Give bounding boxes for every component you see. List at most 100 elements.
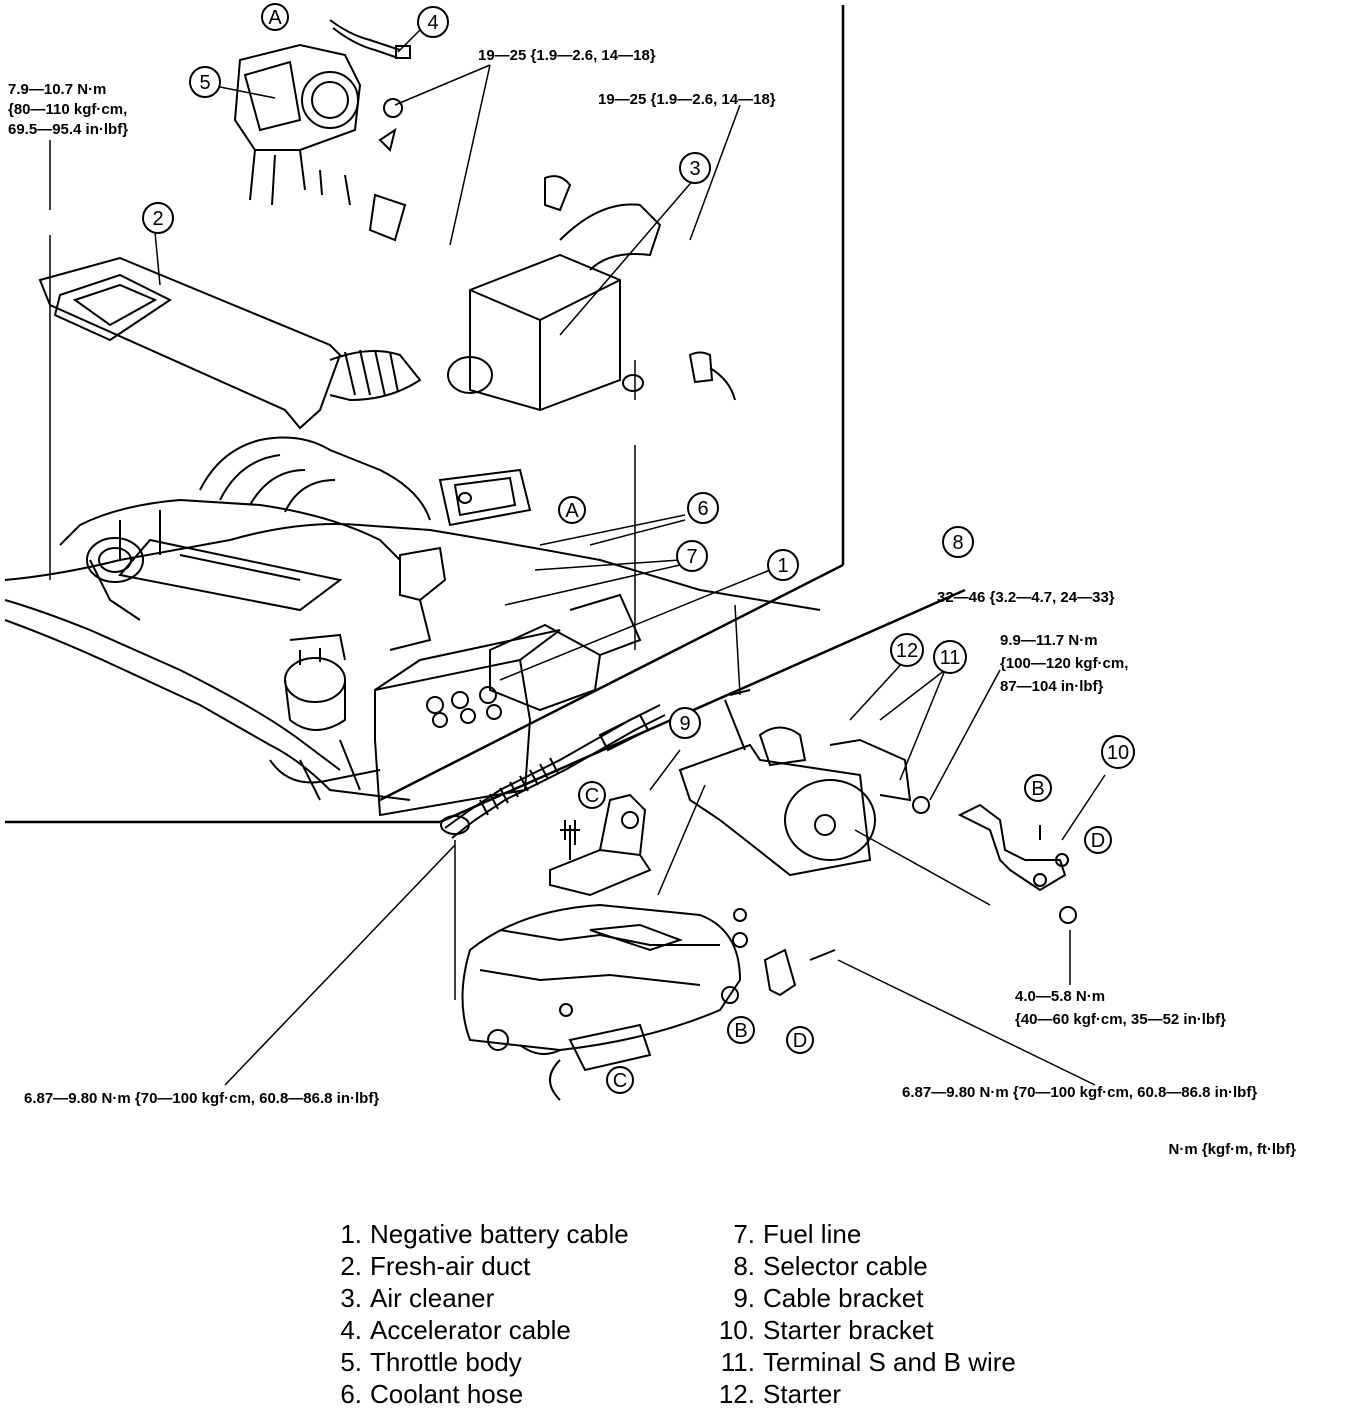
legend-number: 5. bbox=[340, 1347, 362, 1377]
torque-spec-8: 6.87—9.80 N·m {70—100 kgf·cm, 60.8—86.8 … bbox=[902, 1084, 1257, 1101]
ref-circle-b1 bbox=[1024, 774, 1052, 802]
callout-10: 10 bbox=[1107, 742, 1129, 764]
ref-a-mid: A bbox=[565, 500, 579, 522]
legend-item: 1.Negative battery cable bbox=[312, 1218, 628, 1250]
leader-lines bbox=[49, 29, 1106, 1086]
legend-item: 12. Starter bbox=[705, 1378, 1016, 1410]
callout-3: 3 bbox=[689, 158, 700, 180]
torque-spec-1-line-3: 69.5—95.4 in·lbf} bbox=[8, 121, 128, 138]
transaxle-illustration bbox=[461, 903, 748, 1101]
callout-circle-6 bbox=[687, 492, 719, 524]
torque-spec-1-line-1: 7.9—10.7 N·m bbox=[8, 81, 106, 98]
callout-circle-5 bbox=[189, 66, 221, 98]
callout-circle-12 bbox=[890, 633, 924, 667]
legend-right-column: 7. Fuel line 8. Selector cable 9. Cable bra… bbox=[705, 1218, 1016, 1410]
callout-11: 11 bbox=[940, 647, 961, 669]
ref-circle-b2 bbox=[727, 1016, 755, 1044]
torque-spec-6-line-2: {40—60 kgf·cm, 35—52 in·lbf} bbox=[1015, 1011, 1226, 1028]
legend-number: 11. bbox=[720, 1347, 755, 1377]
legend-number: 7. bbox=[733, 1219, 755, 1249]
torque-spec-6-line-1: 4.0—5.8 N·m bbox=[1015, 988, 1105, 1005]
torque-units-note: N·m {kgf·m, ft·lbf} bbox=[1169, 1141, 1297, 1158]
callout-4: 4 bbox=[427, 12, 438, 34]
legend-label: Cable bracket bbox=[763, 1283, 924, 1313]
callout-circle-9 bbox=[669, 707, 701, 739]
ref-a-top: A bbox=[268, 7, 282, 29]
legend-label: Fuel line bbox=[763, 1219, 862, 1249]
torque-spec-2: 19—25 {1.9—2.6, 14—18} bbox=[478, 47, 656, 64]
ref-circle-a2 bbox=[558, 496, 586, 524]
callout-circle-2 bbox=[142, 202, 174, 234]
callout-circle-1 bbox=[767, 549, 799, 581]
callout-circle-7 bbox=[676, 540, 708, 572]
torque-spec-5-line-3: 87—104 in·lbf} bbox=[1000, 678, 1104, 695]
callout-circle-8 bbox=[942, 526, 974, 558]
torque-spec-3: 19—25 {1.9—2.6, 14—18} bbox=[598, 91, 776, 108]
legend-label: Fresh-air duct bbox=[370, 1251, 531, 1281]
legend-number: 2. bbox=[340, 1251, 362, 1281]
callout-circle-11 bbox=[933, 640, 967, 674]
legend-item: 7. Fuel line bbox=[705, 1218, 1016, 1250]
legend-number: 8. bbox=[733, 1251, 755, 1281]
ref-circle-d1 bbox=[1084, 826, 1112, 854]
legend-left-column: 1.Negative battery cable 2. Fresh-air duc… bbox=[312, 1218, 629, 1410]
legend-item: 3. Air cleaner bbox=[312, 1282, 629, 1314]
callout-7: 7 bbox=[686, 546, 697, 568]
ref-c-upper: C bbox=[585, 785, 599, 807]
callout-2: 2 bbox=[152, 208, 163, 230]
legend-number: 10. bbox=[718, 1315, 755, 1345]
ref-d-lower: D bbox=[793, 1030, 807, 1052]
legend-item: 2. Fresh-air duct bbox=[312, 1250, 629, 1282]
torque-spec-1-line-2: {80—110 kgf·cm, bbox=[8, 101, 127, 118]
ref-circle-c1 bbox=[578, 781, 606, 809]
starter-illustration bbox=[678, 689, 930, 877]
legend-number: 12. bbox=[718, 1379, 755, 1409]
legend-item: 9. Cable bracket bbox=[705, 1282, 1016, 1314]
callout-circle-3 bbox=[679, 152, 711, 184]
legend-item: 4. Accelerator cable bbox=[312, 1314, 629, 1346]
ref-d-right: D bbox=[1091, 830, 1105, 852]
legend-label: Air cleaner bbox=[370, 1283, 495, 1313]
callout-9: 9 bbox=[679, 713, 690, 735]
ref-circle-c2 bbox=[606, 1066, 634, 1094]
legend-item: 11. Terminal S and B wire bbox=[705, 1346, 1016, 1378]
torque-spec-4: 32—46 {3.2—4.7, 24—33} bbox=[937, 589, 1115, 606]
cable-bracket-illustration bbox=[549, 793, 652, 897]
ref-c-lower: C bbox=[613, 1070, 627, 1092]
ref-circle-d2 bbox=[786, 1026, 814, 1054]
legend-label: Starter bracket bbox=[763, 1315, 934, 1345]
legend-number: 3. bbox=[340, 1283, 362, 1313]
callout-12: 12 bbox=[896, 640, 918, 662]
legend-number: 6. bbox=[340, 1379, 362, 1409]
lower-bolts-illustration bbox=[560, 825, 836, 997]
legend-item: 5.Throttle body bbox=[312, 1346, 629, 1378]
legend-label: Starter bbox=[763, 1379, 842, 1409]
torque-specs: 7.9—10.7 N·m {80—110 kgf·cm, 69.5—95.4 i… bbox=[8, 47, 1296, 1158]
callout-circles bbox=[142, 3, 1135, 1094]
legend-label: Selector cable bbox=[763, 1251, 928, 1281]
callout-1: 1 bbox=[777, 555, 788, 577]
callout-6: 6 bbox=[697, 498, 708, 520]
legend-label: Terminal S and B wire bbox=[763, 1347, 1016, 1377]
ref-circle-a1 bbox=[261, 3, 289, 31]
legend-item: 10. Starter bracket bbox=[705, 1314, 1016, 1346]
legend-item: 8. Selector cable bbox=[705, 1250, 1016, 1282]
legend-label: Accelerator cable bbox=[370, 1315, 571, 1345]
fresh-air-duct-illustration bbox=[38, 256, 422, 430]
air-cleaner-illustration bbox=[447, 175, 736, 412]
ref-b-lower: B bbox=[734, 1020, 747, 1042]
torque-spec-5-line-1: 9.9—11.7 N·m bbox=[1000, 632, 1098, 649]
callout-circle-10 bbox=[1101, 735, 1135, 769]
legend-item: 6. Coolant hose bbox=[312, 1378, 629, 1410]
callout-8: 8 bbox=[952, 532, 963, 554]
legend-number: 9. bbox=[733, 1283, 755, 1313]
legend-number: 4. bbox=[340, 1315, 362, 1345]
engine-bay-illustration bbox=[4, 436, 821, 817]
torque-spec-5-line-2: {100—120 kgf·cm, bbox=[1000, 655, 1128, 672]
accelerator-cable-illustration bbox=[329, 19, 411, 59]
callout-circle-4 bbox=[417, 6, 449, 38]
legend-label: Coolant hose bbox=[370, 1379, 524, 1409]
starter-bracket-illustration bbox=[957, 803, 1077, 924]
selector-cable-illustration bbox=[440, 704, 666, 839]
